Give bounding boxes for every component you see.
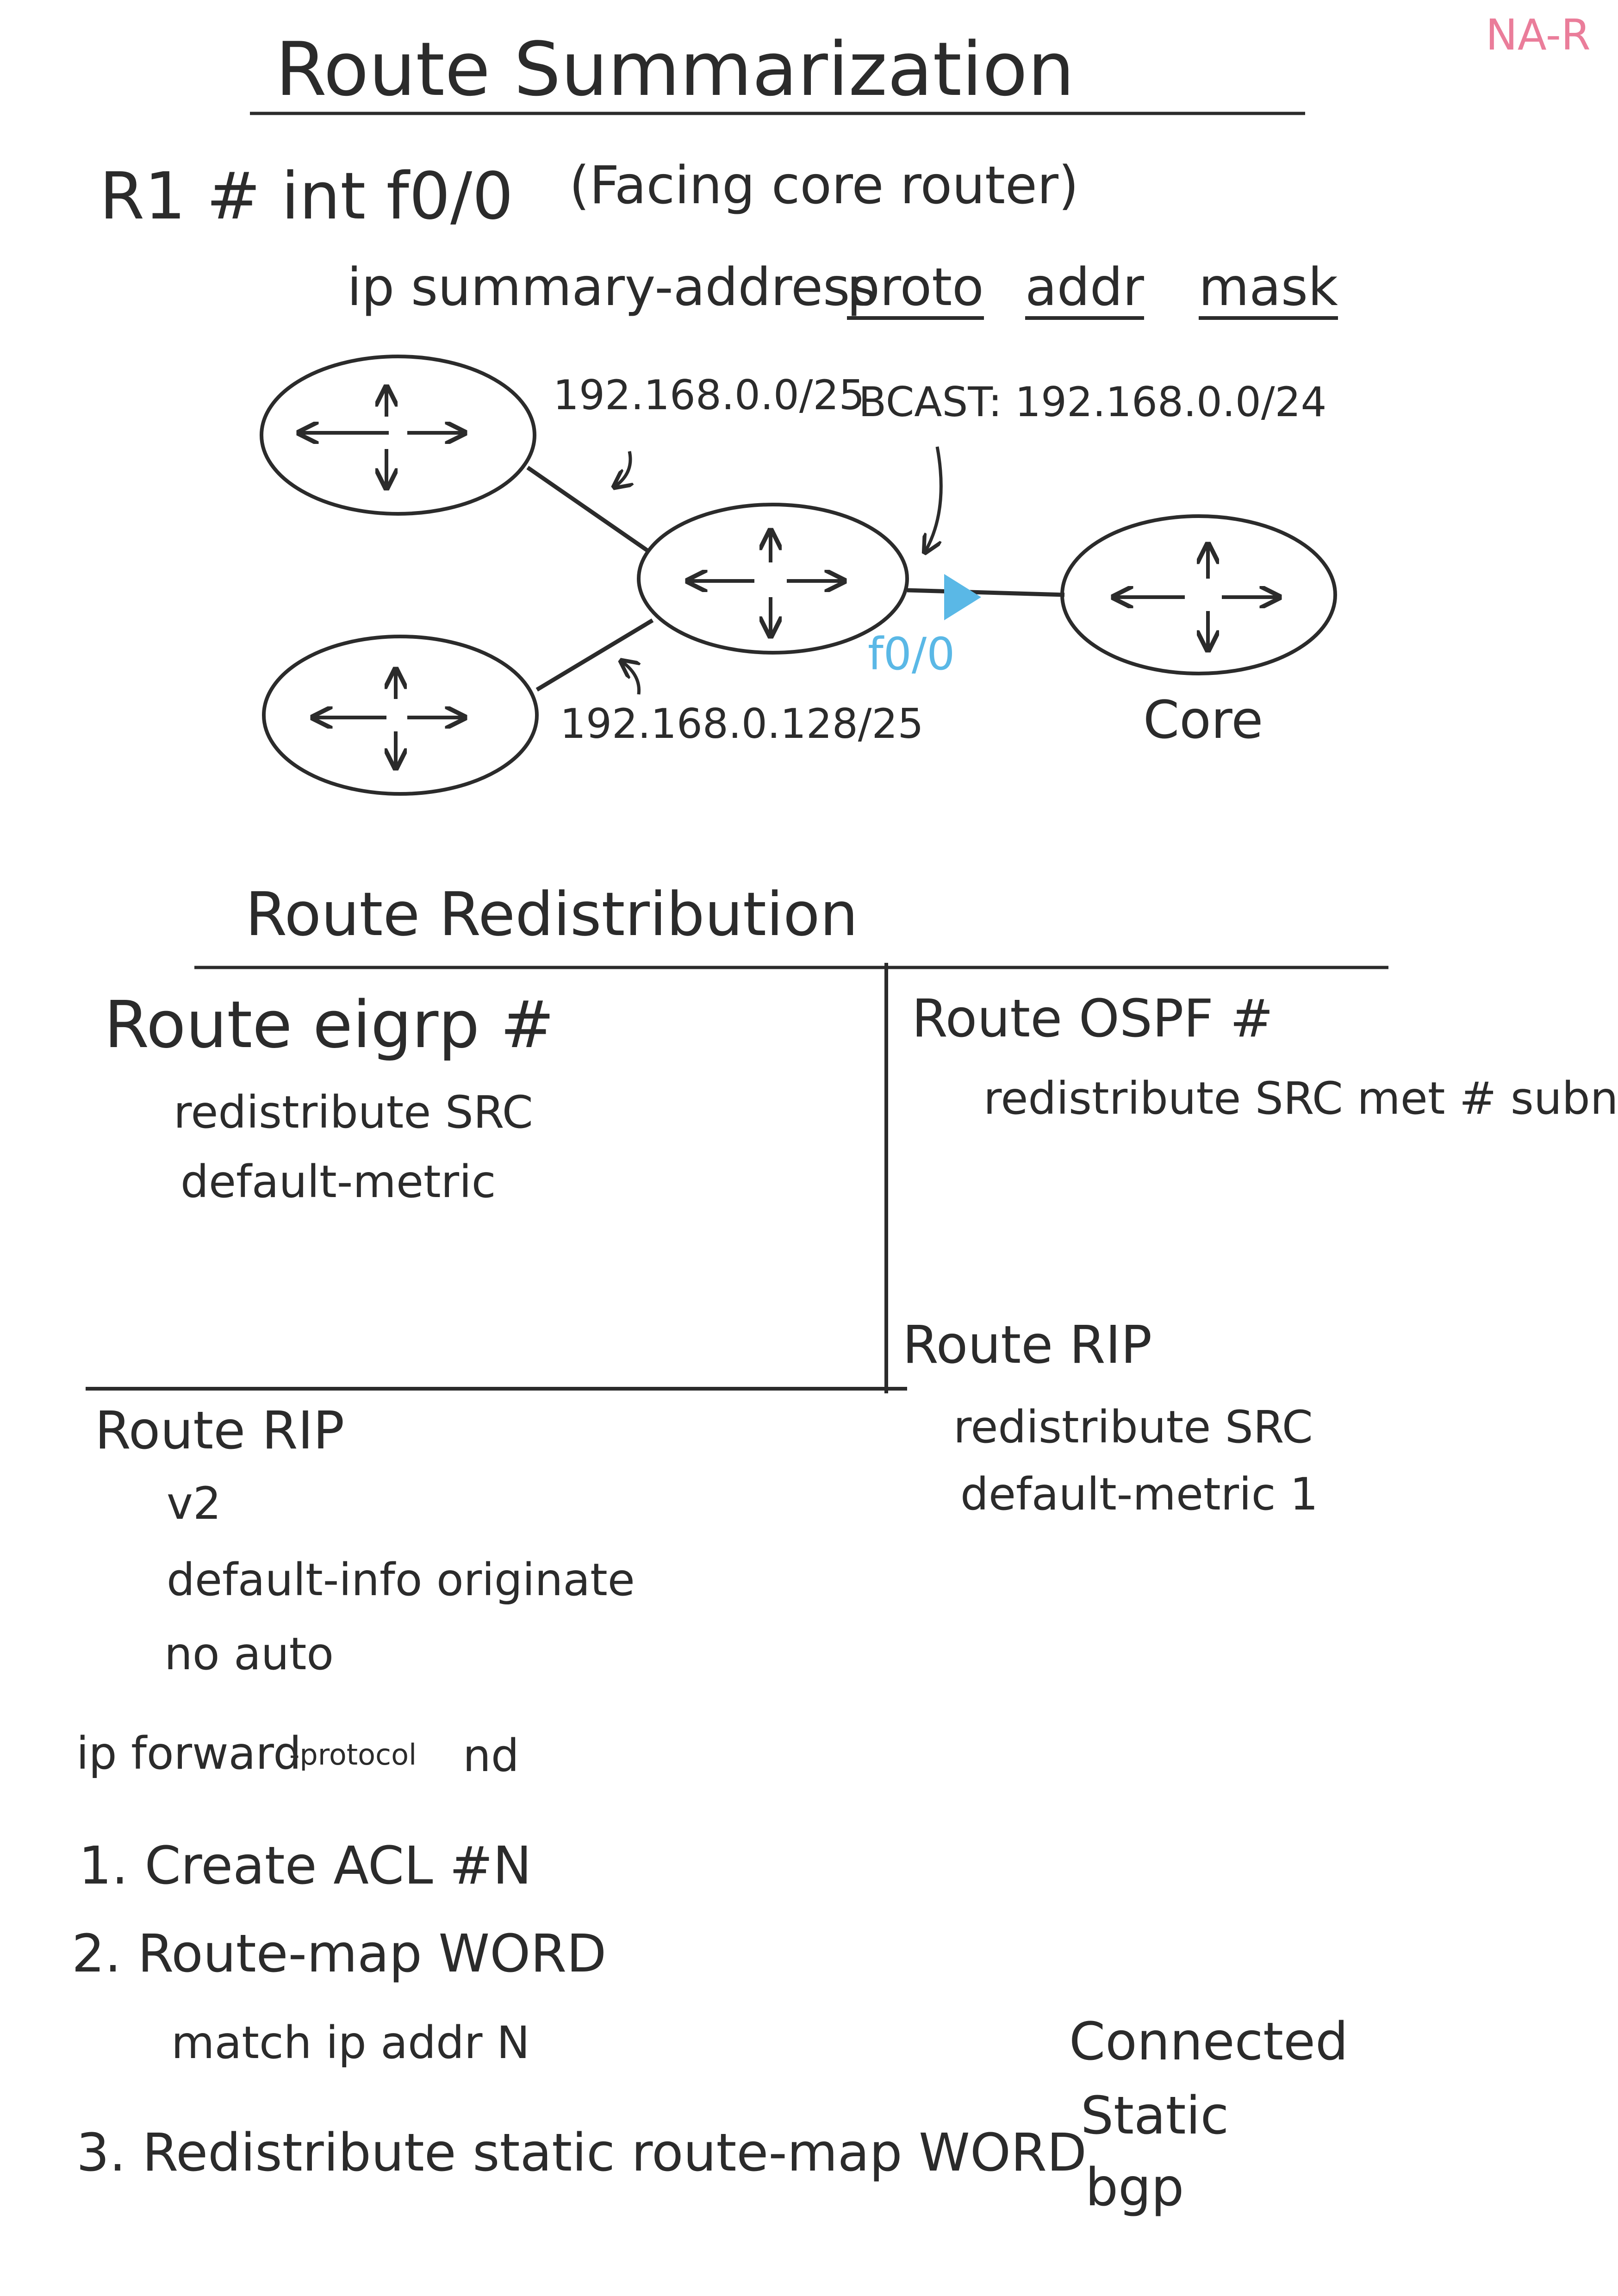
interface-label: f0/0 bbox=[868, 628, 955, 680]
rip-right-line: redistribute SRC bbox=[953, 1401, 1313, 1453]
router-icon bbox=[260, 355, 536, 516]
corner-tag: NA-R bbox=[1486, 10, 1591, 60]
page-title: Route Summarization bbox=[275, 26, 1075, 112]
eigrp-header: Route eigrp # bbox=[104, 987, 555, 1063]
step-2-match: match ip addr N bbox=[171, 2017, 530, 2069]
eigrp-line: default-metric bbox=[180, 1156, 496, 1208]
annotation-arrow bbox=[616, 451, 630, 486]
router-icon bbox=[637, 503, 909, 655]
ospf-header: Route OSPF # bbox=[912, 989, 1274, 1049]
router-icon bbox=[1060, 514, 1337, 675]
router-icon bbox=[262, 635, 539, 796]
step-1: 1. Create ACL #N bbox=[79, 1836, 532, 1896]
forward-prefix: ip forward bbox=[76, 1728, 302, 1779]
rip-left-header: Route RIP bbox=[95, 1401, 345, 1461]
link-core bbox=[907, 588, 1065, 597]
step-2: 2. Route-map WORD bbox=[72, 1924, 607, 1984]
ospf-line: redistribute SRC met # subnet bbox=[983, 1073, 1618, 1124]
annotation-arrow bbox=[926, 446, 943, 551]
rip-left-line: default-info originate bbox=[167, 1554, 635, 1606]
rip-right-header: Route RIP bbox=[902, 1315, 1152, 1375]
label-upper-subnet: 192.168.0.0/25 bbox=[553, 371, 865, 419]
step-3: 3. Redistribute static route-map WORD bbox=[76, 2123, 1087, 2183]
label-bcast: BCAST: 192.168.0.0/24 bbox=[859, 378, 1327, 426]
cmd-arg-addr: addr bbox=[1025, 262, 1144, 320]
rip-left-line: no auto bbox=[164, 1628, 334, 1680]
cmd-line-note: (Facing core router) bbox=[569, 156, 1079, 216]
cmd-summary-prefix: ip summary-address bbox=[347, 257, 877, 318]
label-lower-subnet: 192.168.0.128/25 bbox=[560, 700, 924, 748]
rip-left-line: v2 bbox=[167, 1478, 221, 1529]
forward-suffix: nd bbox=[463, 1730, 519, 1782]
source-connected: Connected bbox=[1069, 2012, 1349, 2072]
forward-middle: -protocol bbox=[289, 1738, 417, 1772]
section-title-redistribution: Route Redistribution bbox=[245, 879, 858, 949]
core-label: Core bbox=[1143, 690, 1263, 750]
annotation-arrow bbox=[622, 662, 639, 695]
source-static: Static bbox=[1081, 2086, 1229, 2146]
cmd-arg-proto: proto bbox=[847, 262, 984, 320]
link-lower bbox=[535, 618, 654, 692]
link-upper bbox=[526, 466, 649, 553]
source-bgp: bgp bbox=[1085, 2158, 1184, 2218]
cmd-line-interface: R1 # int f0/0 bbox=[100, 159, 514, 234]
rip-right-line: default-metric 1 bbox=[960, 1468, 1319, 1520]
eigrp-line: redistribute SRC bbox=[174, 1086, 533, 1138]
interface-marker bbox=[944, 574, 981, 620]
cmd-arg-mask: mask bbox=[1199, 262, 1338, 320]
